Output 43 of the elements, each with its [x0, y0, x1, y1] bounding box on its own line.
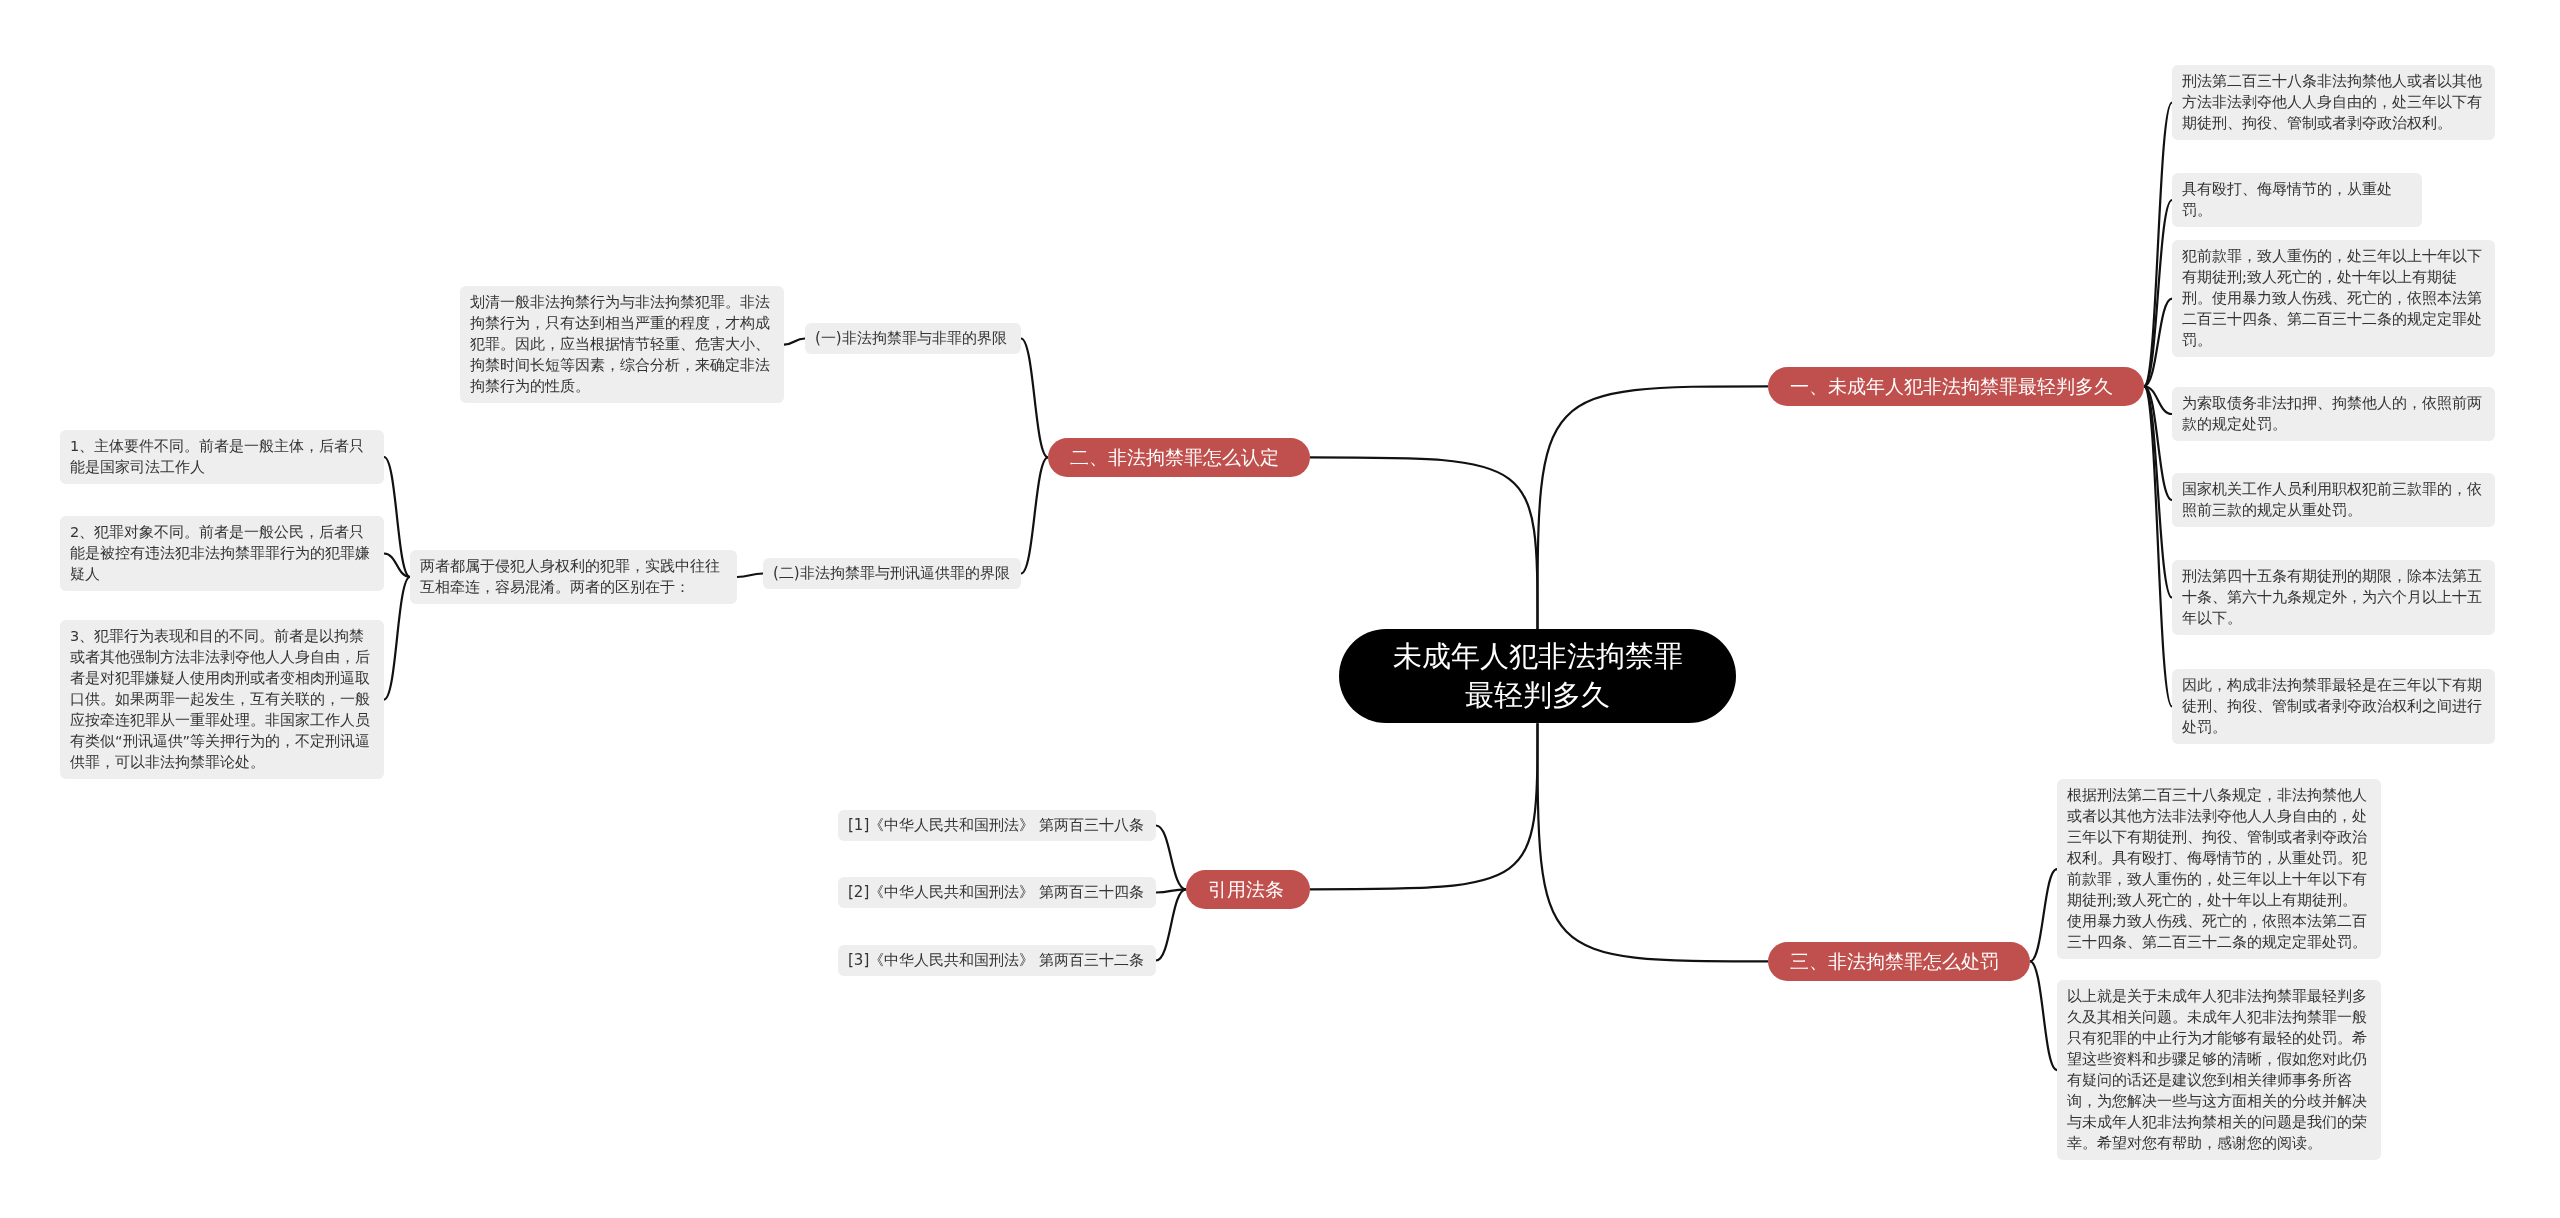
connector-line: [2029, 868, 2058, 963]
note-box: 1、主体要件不同。前者是一般主体，后者只能是国家司法工作人: [60, 430, 384, 485]
note-box: 以上就是关于未成年人犯非法拘禁罪最轻判多久及其相关问题。未成年人犯非法拘禁罪一般只有犯罪的中止行为才能够有最轻的处罚。希望这些资料和步骤足够的清晰，假如您对此仍有疑问的话还是建议您到相关律师事务所咨询，为您解决一些与这方面相关的分歧并解决与未成年人犯非法拘禁相关的问题是我们的荣幸。希望对您有帮助，感谢您的阅读。: [2057, 980, 2381, 1161]
branch-topic: 三、非法拘禁罪怎么处罚: [1768, 942, 2030, 981]
connector-line: [1155, 888, 1187, 962]
branch-topic: 一、未成年人犯非法拘禁罪最轻判多久: [1768, 367, 2144, 406]
note-box: 根据刑法第二百三十八条规定，非法拘禁他人或者以其他方法非法剥夺他人人身自由的，处三年以下有期徒刑、拘役、管制或者剥夺政治权利。具有殴打、侮辱情节的，从重处罚。犯前款罪，致人重伤的，处三年以上十年以下有期徒刑;致人死亡的，处十年以上有期徒刑。使用暴力致人伤残、死亡的，依照本法第二百三十四条、第二百三十二条的规定定罪处罚。: [2057, 779, 2381, 960]
connector-line: [1155, 824, 1187, 891]
central-topic: 未成年人犯非法拘禁罪最轻判多久: [1339, 629, 1736, 724]
note-box: 为索取债务非法扣押、拘禁他人的，依照前两款的规定处罚。: [2172, 387, 2495, 442]
connector-line: [2029, 960, 2058, 1071]
subtopic-box: (二)非法拘禁罪与刑讯逼供罪的界限: [763, 558, 1021, 589]
connector-line: [2143, 385, 2173, 708]
note-box: 划清一般非法拘禁行为与非法拘禁犯罪。非法拘禁行为，只有达到相当严重的程度，才构成犯罪。因此，应当根据情节轻重、危害大小、拘禁时间长短等因素，综合分析，来确定非法拘禁行为的性质。: [460, 286, 784, 404]
connector-line: [383, 576, 411, 701]
note-box: 国家机关工作人员利用职权犯前三款罪的，依照前三款的规定从重处罚。: [2172, 473, 2495, 528]
connector-line: [736, 572, 764, 579]
connector-line: [783, 337, 806, 346]
subtopic-box: [2]《中华人民共和国刑法》 第两百三十四条: [838, 877, 1156, 908]
note-box: 具有殴打、侮辱情节的，从重处罚。: [2172, 173, 2422, 228]
connector-line: [2143, 385, 2173, 416]
note-box: 3、犯罪行为表现和目的不同。前者是以拘禁或者其他强制方法非法剥夺他人人身自由，后者是对犯罪嫌疑人使用肉刑或者变相肉刑逼取口供。如果两罪一起发生，互有关联的，一般应按牵连犯罪从一重罪处理。非国家工作人员有类似“刑讯逼供”等关押行为的，不定刑讯逼供罪，可以非法拘禁罪论处。: [60, 620, 384, 780]
note-box: 因此，构成非法拘禁罪最轻是在三年以下有期徒刑、拘役、管制或者剥夺政治权利之间进行处罚。: [2172, 669, 2495, 745]
note-box: 两者都属于侵犯人身权利的犯罪，实践中往往互相牵连，容易混淆。两者的区别在于：: [410, 550, 737, 605]
connector-line: [1536, 723, 1768, 963]
note-box: 刑法第二百三十八条非法拘禁他人或者以其他方法非法剥夺他人人身自由的，处三年以下有期徒刑、拘役、管制或者剥夺政治权利。: [2172, 65, 2495, 141]
branch-topic: 二、非法拘禁罪怎么认定: [1048, 438, 1310, 477]
subtopic-box: [3]《中华人民共和国刑法》 第两百三十二条: [838, 945, 1156, 976]
note-box: 犯前款罪，致人重伤的，处三年以上十年以下有期徒刑;致人死亡的，处十年以上有期徒刑。使用暴力致人伤残、死亡的，依照本法第二百三十四条、第二百三十二条的规定定罪处罚。: [2172, 240, 2495, 358]
subtopic-box: [1]《中华人民共和国刑法》 第两百三十八条: [838, 810, 1156, 841]
connector-line: [1156, 888, 1186, 894]
connector-line: [383, 456, 411, 578]
subtopic-box: (一)非法拘禁罪与非罪的界限: [805, 323, 1021, 354]
note-box: 刑法第四十五条有期徒刑的期限，除本法第五十条、第六十九条规定外，为六个月以上十五年以下。: [2172, 560, 2495, 636]
connector-line: [1310, 456, 1539, 629]
connector-line: [1020, 456, 1049, 575]
connector-line: [2143, 101, 2173, 387]
connector-line: [383, 552, 411, 579]
connector-line: [1020, 337, 1049, 459]
connector-line: [2143, 297, 2173, 388]
branch-topic: 引用法条: [1186, 870, 1310, 909]
connector-line: [2143, 385, 2173, 599]
note-box: 2、犯罪对象不同。前者是一般公民，后者只能是被控有违法犯非法拘禁罪罪行为的犯罪嫌疑人: [60, 516, 384, 592]
